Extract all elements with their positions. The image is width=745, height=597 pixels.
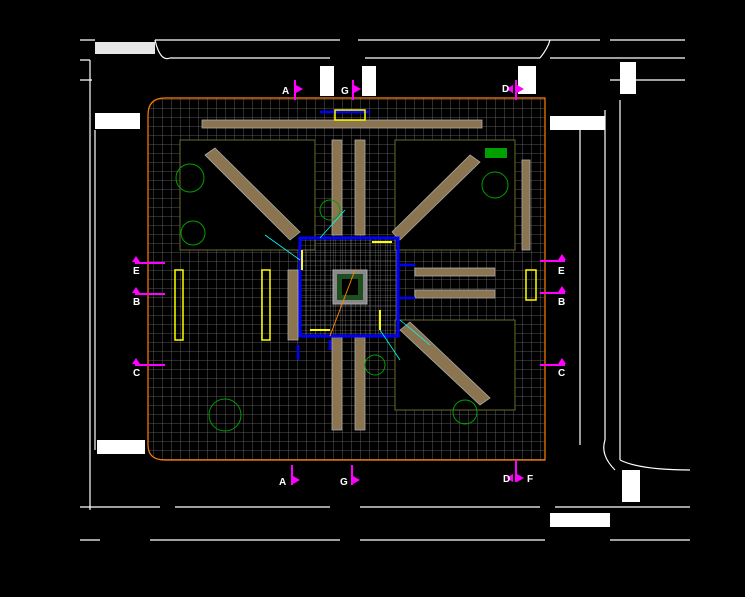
section-label-left-b: B (133, 297, 140, 308)
central-square (298, 236, 400, 338)
structures (296, 110, 415, 360)
section-markers (132, 80, 566, 485)
section-label-bottom-d: D (503, 474, 510, 485)
tree-symbols (175, 163, 509, 432)
section-label-top-f: F (525, 84, 531, 95)
cyan-lines (264, 209, 431, 361)
section-label-top-d: D (502, 84, 509, 95)
yellow-features (174, 109, 537, 341)
walkways (201, 119, 531, 431)
section-label-bottom-f: F (527, 474, 533, 485)
section-label-bottom-g: G (340, 477, 348, 488)
section-label-top-a: A (282, 86, 289, 97)
section-label-right-e: E (558, 266, 565, 277)
section-label-right-b: B (558, 297, 565, 308)
section-labels: A G D F A G D F E B C E B C (133, 84, 565, 488)
section-label-bottom-a: A (279, 477, 286, 488)
section-label-top-g: G (341, 86, 349, 97)
green-block (485, 148, 507, 158)
road-lines (80, 39, 691, 541)
section-label-left-e: E (133, 266, 140, 277)
section-label-left-c: C (133, 368, 140, 379)
crosswalks (95, 42, 640, 527)
section-label-right-c: C (558, 368, 565, 379)
